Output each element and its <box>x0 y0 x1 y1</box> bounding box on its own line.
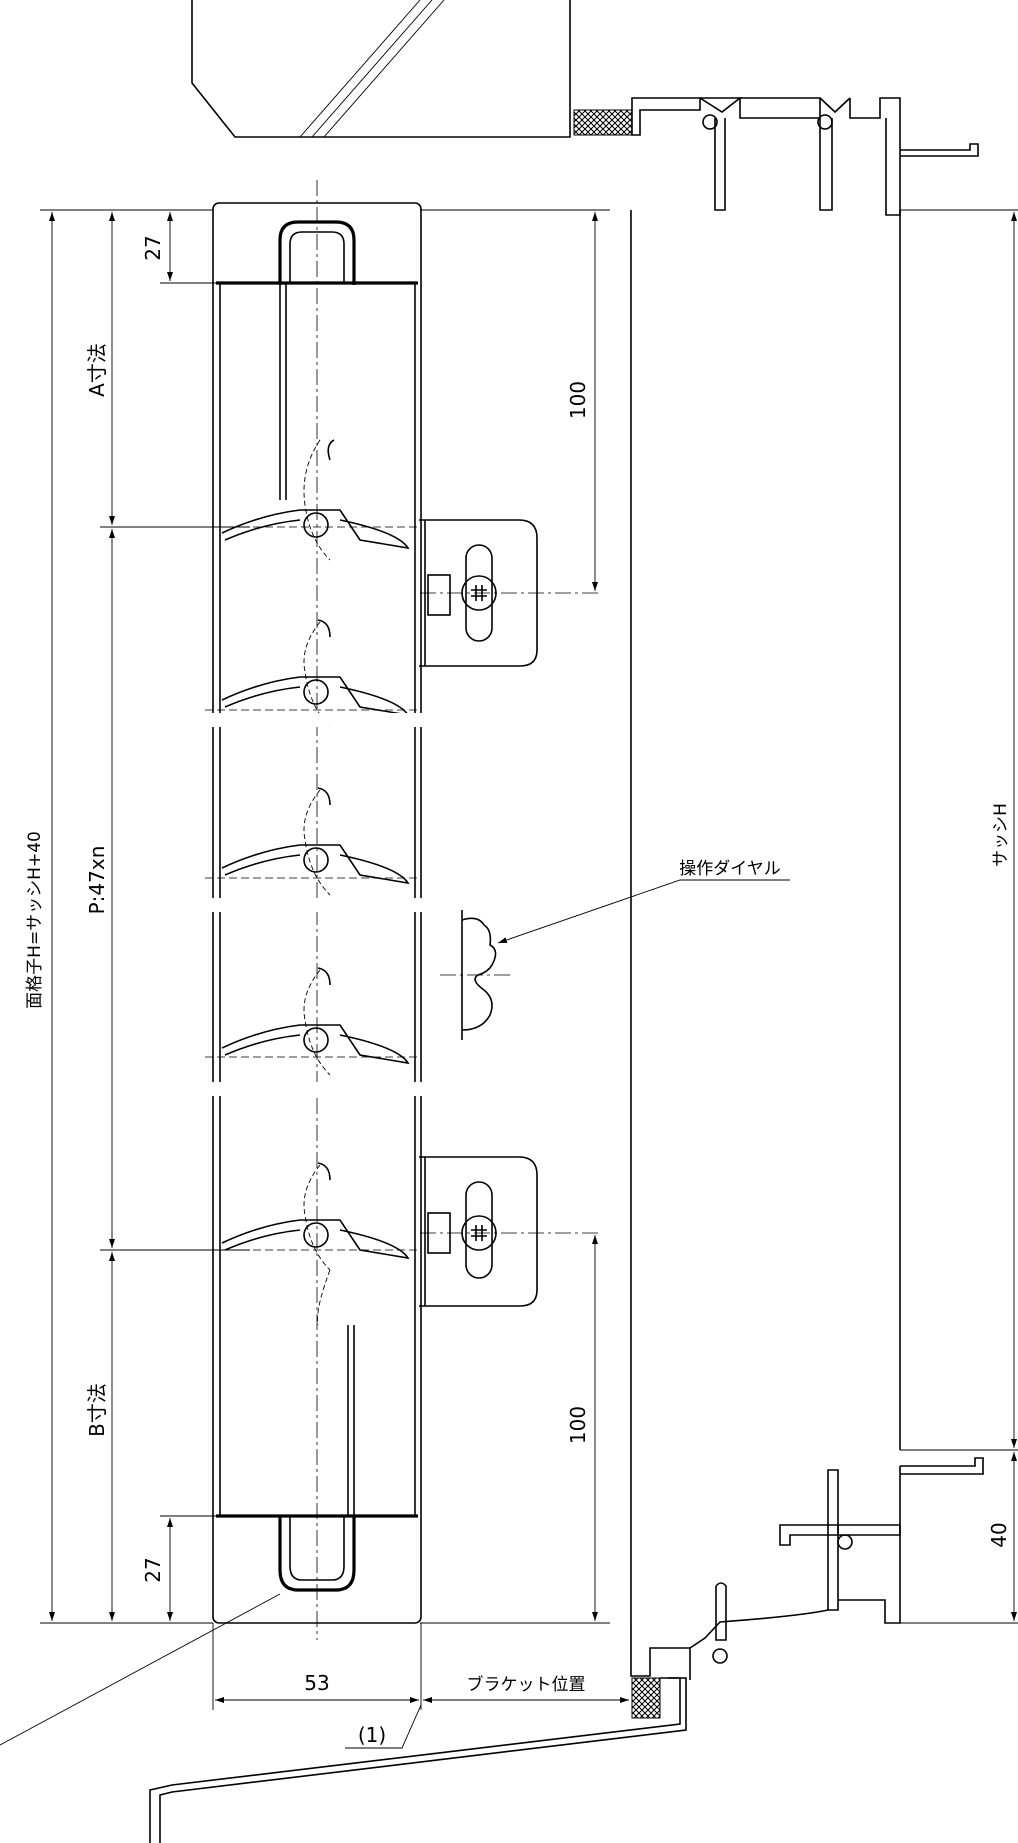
dim-53-label: 53 <box>304 1671 329 1695</box>
louver-blade <box>221 439 410 561</box>
bottom-sash-profile <box>149 1457 984 1843</box>
louver-blades <box>221 439 410 1326</box>
bracket-lower <box>419 1156 600 1307</box>
dimension-labels: 面格子H=サッシH+40 A寸法 P:47xn B寸法 27 27 100 10… <box>25 235 1011 1747</box>
overall-height-label: 面格子H=サッシH+40 <box>25 831 45 1009</box>
sash-h-label: サッシH <box>991 803 1011 867</box>
a-dim-label: A寸法 <box>85 343 109 397</box>
callout-1-label: (1) <box>358 1723 386 1747</box>
bracket-position-label: ブラケット位置 <box>467 1674 586 1695</box>
blade-hidden-lines <box>205 526 420 1251</box>
dimension-lines <box>0 209 1018 1749</box>
louver-blade <box>221 619 410 728</box>
louver-blade <box>221 787 410 896</box>
louver-blade <box>221 1162 410 1326</box>
dim-27-top-label: 27 <box>141 235 165 260</box>
dim-40-label: 40 <box>987 1522 1011 1547</box>
b-dim-label: B寸法 <box>85 1383 109 1437</box>
bracket-upper <box>419 519 600 667</box>
louver-blade <box>221 967 410 1076</box>
dial-label: 操作ダイヤル <box>679 859 781 879</box>
top-glass-frame <box>191 0 633 138</box>
dim-100-bottom-label: 100 <box>566 1406 590 1444</box>
pitch-label: P:47xn <box>85 846 109 915</box>
operation-dial <box>440 910 510 1040</box>
frame-breaks <box>205 713 910 1096</box>
top-sash-profile <box>631 97 979 216</box>
dim-100-top-label: 100 <box>566 381 590 419</box>
sash-lines <box>630 210 901 1623</box>
dim-27-bottom-label: 27 <box>141 1557 165 1582</box>
